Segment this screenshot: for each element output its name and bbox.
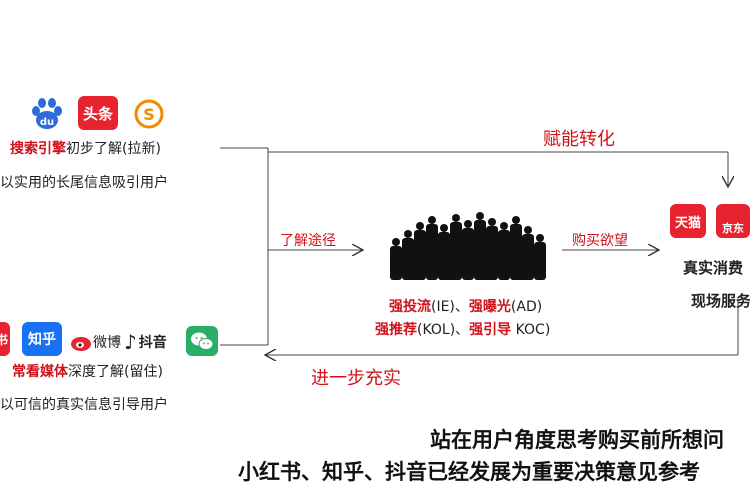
douyin-icon: ♪ 抖音 <box>124 330 167 354</box>
baidu-icon: du <box>28 96 66 132</box>
xiaohongshu-icon: 书 <box>0 322 10 356</box>
wechat-icon <box>186 326 218 356</box>
zhihu-icon: 知乎 <box>22 322 62 356</box>
sogou-icon: S <box>132 98 166 130</box>
weibo-icon: 微博 <box>70 328 121 356</box>
toutiao-icon: 头条 <box>78 96 118 130</box>
jd-icon: 京东 <box>716 204 750 238</box>
footer-line2: 小红书、知乎、抖音已经发展为重要决策意见参考 <box>238 460 700 484</box>
search-engine-heading: 搜索引擎初步了解(拉新) <box>10 141 161 157</box>
crowd-silhouette-icon <box>388 208 552 280</box>
real-consumption-label: 真实消费 <box>683 259 744 277</box>
loop-bottom-label: 进一步充实 <box>311 368 401 389</box>
media-heading: 常看媒体深度了解(留住) <box>12 364 163 380</box>
label-purchase-desire: 购买欲望 <box>572 233 628 249</box>
media-subtext: 以可信的真实信息引导用户 <box>0 397 168 413</box>
center-strategy-line1: 强投流(IE)、强曝光(AD) <box>389 299 543 315</box>
svg-text:du: du <box>40 117 54 128</box>
center-strategy-line2: 强推荐(KOL)、强引导 KOC) <box>375 322 551 338</box>
search-engine-subtext: 以实用的长尾信息吸引用户 <box>0 175 168 191</box>
loop-top-label: 赋能转化 <box>543 129 615 150</box>
label-understanding-path: 了解途径 <box>280 233 336 249</box>
svg-text:S: S <box>143 105 155 124</box>
footer-line1: 站在用户角度思考购买前所想问 <box>430 428 724 452</box>
onsite-service-label: 现场服务 <box>691 292 750 310</box>
tmall-icon: 天猫 <box>670 204 706 238</box>
